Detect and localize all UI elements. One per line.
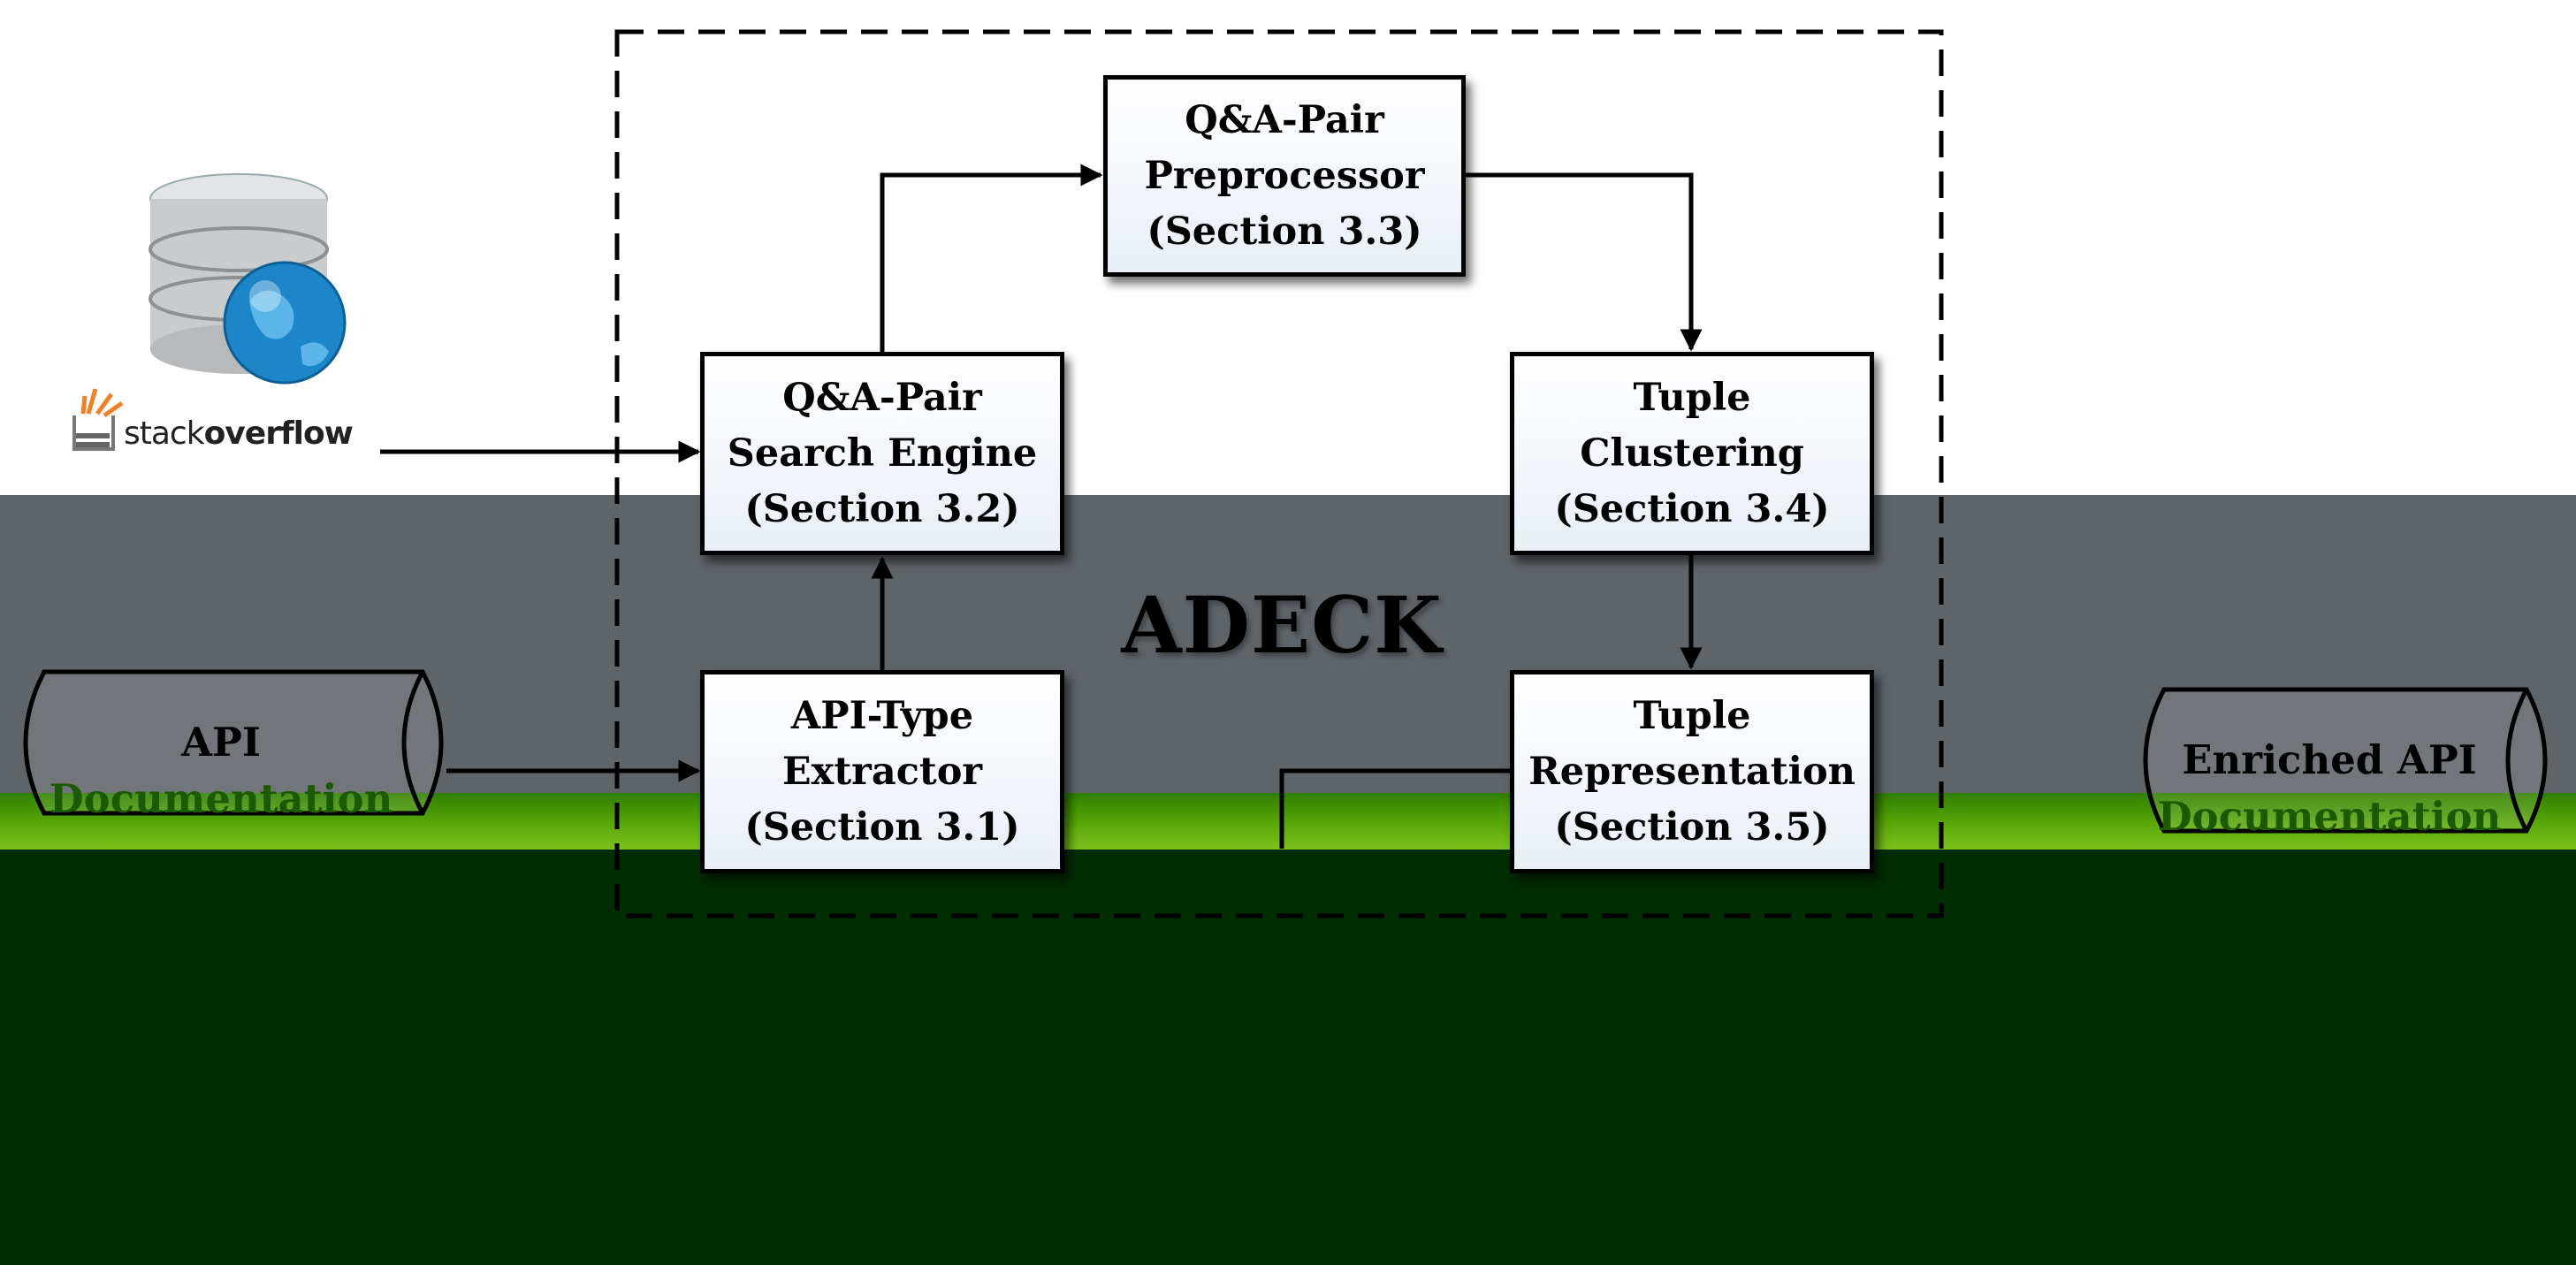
box-line: Search Engine bbox=[727, 431, 1038, 476]
box-line: (Section 3.5) bbox=[1554, 804, 1830, 850]
box-line: Tuple bbox=[1633, 375, 1751, 420]
box-line: Representation bbox=[1528, 749, 1856, 794]
arrow-search-to-preprocessor bbox=[880, 164, 1103, 352]
doc-line: Documentation bbox=[49, 775, 393, 822]
qa-search-engine-box: Q&A-Pair Search Engine (Section 3.2) bbox=[700, 352, 1064, 555]
qa-preprocessor-box: Q&A-Pair Preprocessor (Section 3.3) bbox=[1103, 75, 1466, 277]
box-line: (Section 3.4) bbox=[1554, 486, 1830, 531]
doc-line: API bbox=[181, 719, 261, 766]
output-doc-label: Enriched API Documentation bbox=[2135, 732, 2524, 845]
tuple-clustering-box: Tuple Clustering (Section 3.4) bbox=[1510, 352, 1874, 555]
stackoverflow-logo-mark bbox=[72, 388, 124, 451]
box-line: Q&A-Pair bbox=[782, 375, 982, 420]
box-line: (Section 3.3) bbox=[1147, 209, 1422, 254]
box-line: Extractor bbox=[781, 749, 983, 794]
box-line: Tuple bbox=[1633, 693, 1751, 738]
box-line: (Section 3.2) bbox=[744, 486, 1020, 531]
stackoverflow-logo-text: stackoverflow bbox=[124, 415, 354, 452]
arrow-preprocessor-to-clustering bbox=[1463, 172, 1703, 352]
diagram-title: ADECK bbox=[1121, 579, 1443, 671]
box-line: API-Type bbox=[790, 693, 974, 738]
logo-text-bold: overflow bbox=[203, 415, 354, 452]
api-type-extractor-box: API-Type Extractor (Section 3.1) bbox=[700, 670, 1064, 873]
box-line: Preprocessor bbox=[1144, 153, 1425, 198]
globe-icon bbox=[223, 261, 347, 385]
dark-green-overlay-band bbox=[0, 850, 2576, 1265]
connector-representation-out bbox=[1279, 768, 1512, 849]
box-line: Q&A-Pair bbox=[1185, 97, 1384, 142]
doc-line: Documentation bbox=[2157, 793, 2502, 840]
box-line: (Section 3.1) bbox=[744, 804, 1020, 850]
doc-line: Enriched API bbox=[2182, 736, 2477, 783]
input-doc-label: API Documentation bbox=[35, 714, 407, 827]
adeck-boundary bbox=[614, 29, 1944, 918]
box-line: Clustering bbox=[1580, 431, 1804, 476]
logo-text-light: stack bbox=[124, 415, 205, 452]
tuple-representation-box: Tuple Representation (Section 3.5) bbox=[1510, 670, 1874, 873]
